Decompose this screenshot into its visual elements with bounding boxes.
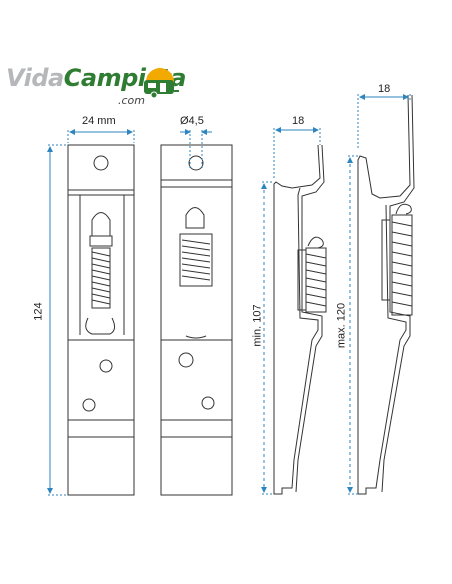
front-view-plate: [67, 144, 135, 496]
profile-min: [273, 144, 327, 495]
dimension-lines: [47, 94, 411, 496]
back-view-plate: [160, 144, 233, 496]
dimension-hole-diameter-label: Ø4,5: [180, 115, 204, 127]
dimension-max-length-label: max. 120: [335, 302, 348, 349]
dimension-depth-max-label: 18: [378, 83, 391, 95]
brand-domain: .com: [118, 94, 145, 107]
profile-max: [357, 94, 415, 495]
dimension-height-label: 124: [32, 302, 45, 321]
caravan-with-sun-icon: [144, 68, 179, 99]
dimension-min-length-label: min. 107: [251, 304, 264, 347]
dimension-width-label: 24 mm: [82, 115, 116, 127]
dimension-depth-min-label: 18: [292, 115, 305, 127]
brand-name-part1: Vida: [6, 64, 64, 92]
